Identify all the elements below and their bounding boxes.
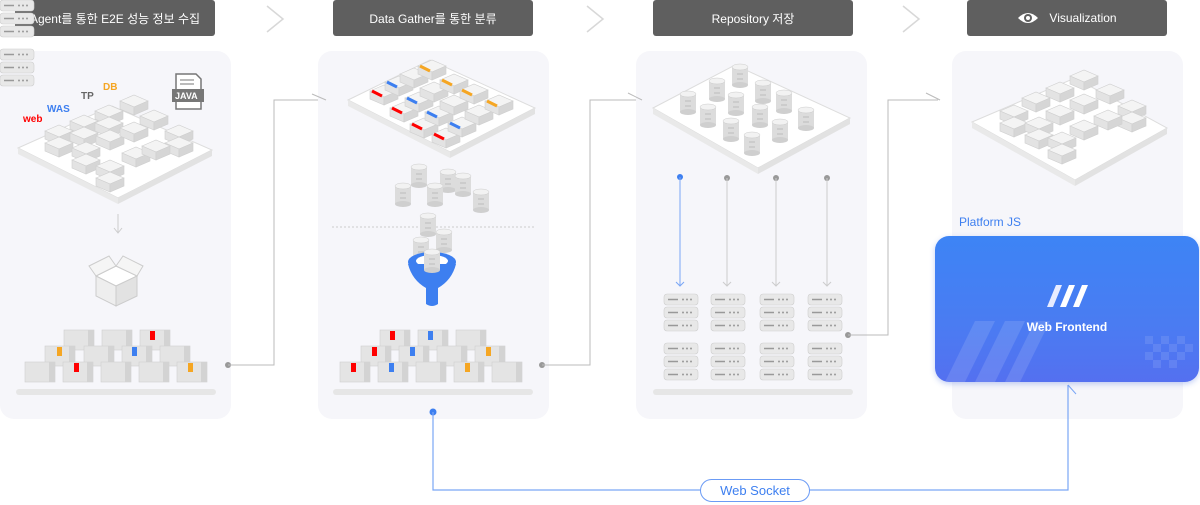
stage-card-agent	[0, 51, 231, 419]
stage-header-repository: Repository 저장	[653, 0, 853, 36]
stage-card-gather	[318, 51, 549, 419]
frontend-decoration	[945, 321, 1193, 382]
stage-header-visualization: Visualization	[967, 0, 1167, 36]
stage-card-repository	[636, 51, 867, 419]
platform-js-label: Platform JS	[959, 215, 1022, 229]
java-label: JAVA	[175, 91, 198, 101]
stage-title: Visualization	[1049, 11, 1117, 25]
chevron-right-icon	[902, 5, 921, 33]
stage-header-agent: Agent를 통한 E2E 성능 정보 수집	[15, 0, 215, 36]
stage-title: Repository 저장	[711, 11, 795, 26]
web-frontend-panel[interactable]: Web Frontend	[935, 236, 1199, 382]
logo-icon	[1047, 285, 1088, 307]
websocket-badge: Web Socket	[700, 479, 810, 502]
agent-label-was: WAS	[47, 104, 70, 115]
stage-header-gather: Data Gather를 통한 분류	[333, 0, 533, 36]
agent-label-web: web	[23, 114, 43, 125]
eye-icon	[1018, 13, 1039, 23]
stage-title: Agent를 통한 E2E 성능 정보 수집	[29, 11, 201, 26]
agent-label-tp: TP	[81, 91, 94, 102]
chevron-right-icon	[266, 5, 285, 33]
chevron-right-icon	[586, 5, 605, 33]
agent-label-db: DB	[103, 82, 118, 93]
stage-title: Data Gather를 통한 분류	[369, 11, 497, 26]
web-frontend-title: Web Frontend	[1026, 320, 1108, 334]
